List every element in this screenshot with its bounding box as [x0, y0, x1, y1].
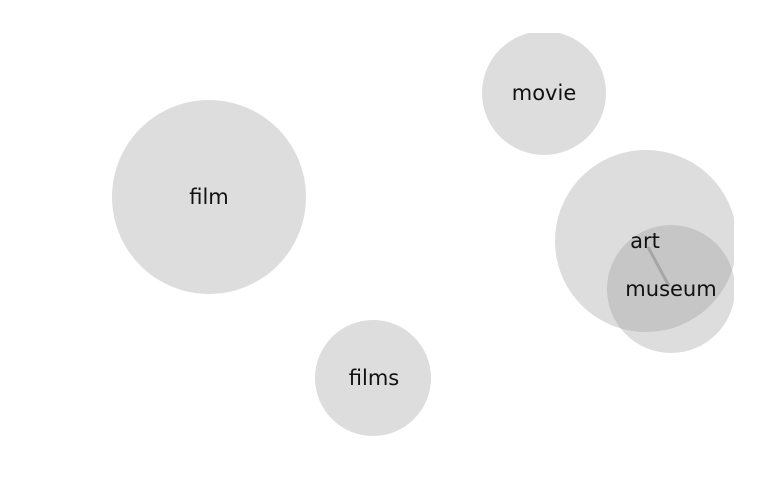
labels-layer: film movie art museum films	[189, 81, 716, 390]
label-museum: museum	[625, 277, 716, 301]
bubble-movie	[482, 33, 606, 155]
bubble-films	[315, 320, 431, 436]
bubbles-layer	[112, 33, 734, 436]
label-art: art	[630, 229, 660, 253]
connector-art-museum	[646, 246, 671, 287]
label-films: films	[349, 366, 399, 390]
bubble-film	[112, 100, 306, 294]
label-movie: movie	[512, 81, 577, 105]
label-film: film	[189, 185, 229, 209]
